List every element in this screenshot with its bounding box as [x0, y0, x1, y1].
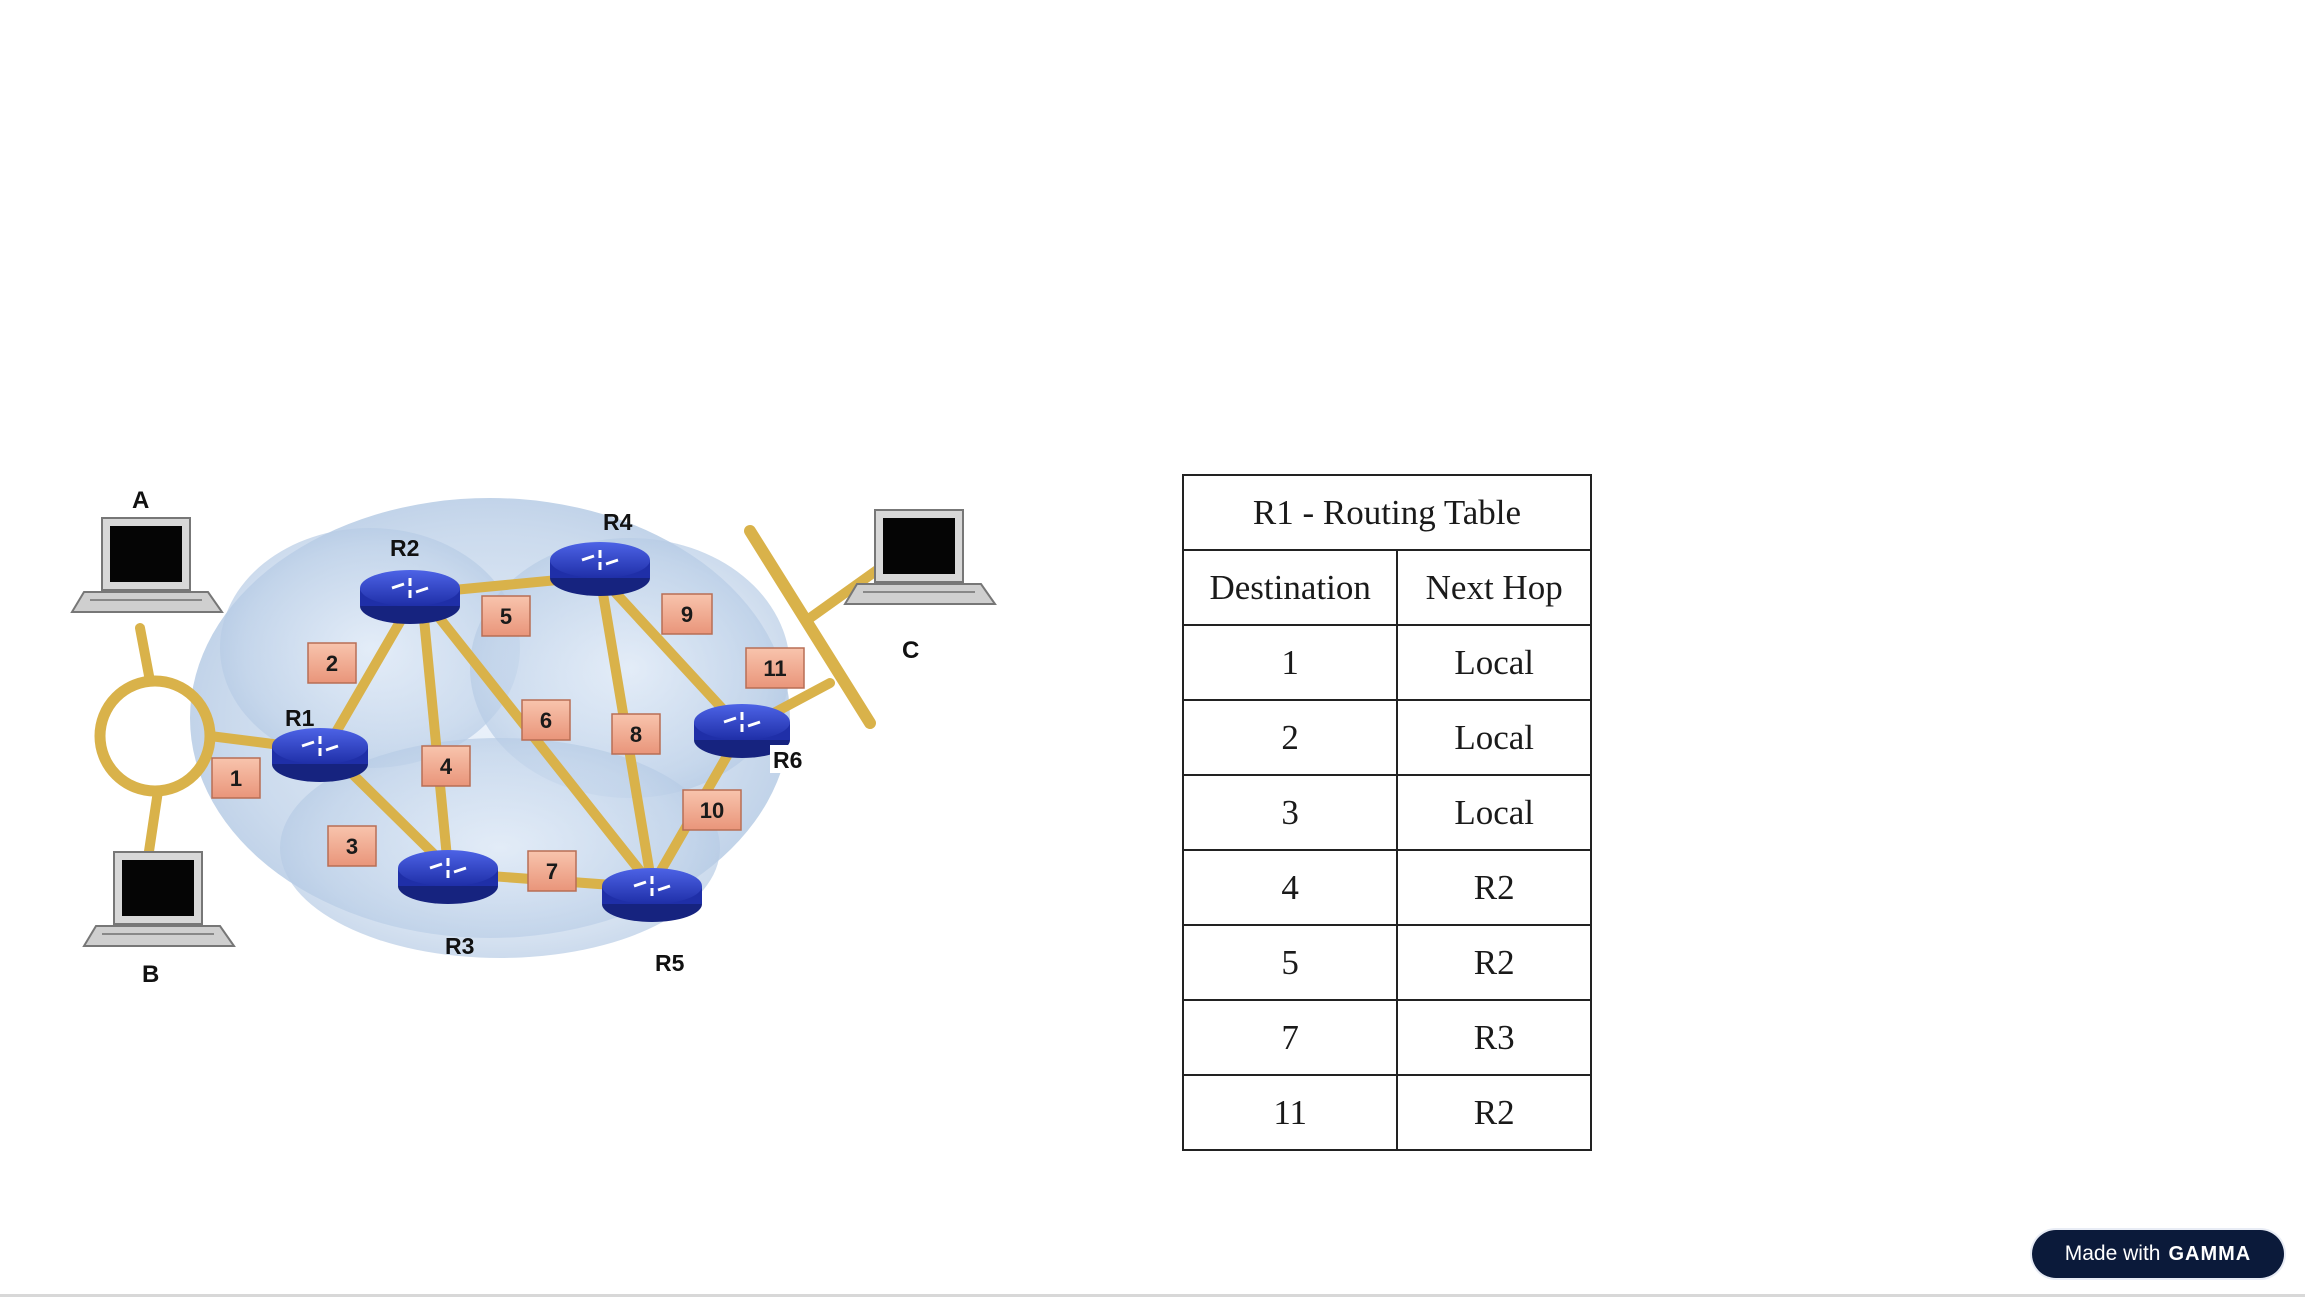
table-row: 11 R2 — [1183, 1075, 1591, 1150]
network-box-11: 11 — [746, 648, 804, 688]
table-row: 3 Local — [1183, 775, 1591, 850]
router-r2 — [360, 570, 460, 624]
link-b-ring — [148, 791, 158, 858]
network-diagram-svg: 1 2 3 4 5 — [70, 468, 1000, 1008]
destination-cell: 1 — [1183, 625, 1397, 700]
routing-table-title-row: R1 - Routing Table — [1183, 475, 1591, 550]
svg-text:3: 3 — [346, 834, 358, 859]
next-hop-cell: Local — [1397, 700, 1591, 775]
next-hop-cell: Local — [1397, 775, 1591, 850]
svg-text:11: 11 — [763, 656, 786, 681]
router-label-r4: R4 — [603, 509, 633, 535]
column-header-destination: Destination — [1183, 550, 1397, 625]
network-box-3: 3 — [328, 826, 376, 866]
column-header-next-hop: Next Hop — [1397, 550, 1591, 625]
table-row: 4 R2 — [1183, 850, 1591, 925]
destination-cell: 3 — [1183, 775, 1397, 850]
router-r4 — [550, 542, 650, 596]
network-box-1: 1 — [212, 758, 260, 798]
link-a-ring — [140, 628, 150, 681]
routing-table-grid: R1 - Routing Table Destination Next Hop … — [1182, 474, 1592, 1151]
svg-text:6: 6 — [540, 708, 552, 733]
badge-prefix: Made with — [2065, 1242, 2161, 1266]
network-diagram: 1 2 3 4 5 — [70, 468, 1000, 1008]
router-r1 — [272, 728, 368, 782]
table-row: 5 R2 — [1183, 925, 1591, 1000]
router-label-r6: R6 — [773, 747, 802, 773]
svg-text:10: 10 — [700, 798, 724, 823]
network-box-5: 5 — [482, 596, 530, 636]
destination-cell: 5 — [1183, 925, 1397, 1000]
routing-table-header-row: Destination Next Hop — [1183, 550, 1591, 625]
host-b-laptop-icon — [84, 852, 234, 946]
next-hop-cell: R3 — [1397, 1000, 1591, 1075]
destination-cell: 7 — [1183, 1000, 1397, 1075]
destination-cell: 11 — [1183, 1075, 1397, 1150]
router-label-r2: R2 — [390, 535, 419, 561]
router-r3 — [398, 850, 498, 904]
network-box-8: 8 — [612, 714, 660, 754]
table-row: 7 R3 — [1183, 1000, 1591, 1075]
table-row: 1 Local — [1183, 625, 1591, 700]
gamma-logo-text: GAMMA — [2168, 1243, 2251, 1266]
made-with-gamma-badge[interactable]: Made with GAMMA — [2032, 1230, 2284, 1278]
svg-text:7: 7 — [546, 859, 558, 884]
next-hop-cell: Local — [1397, 625, 1591, 700]
host-c-laptop-icon — [845, 510, 995, 604]
svg-text:1: 1 — [230, 766, 242, 791]
svg-text:9: 9 — [681, 602, 693, 627]
network-box-6: 6 — [522, 700, 570, 740]
host-label-c: C — [902, 637, 919, 664]
network-box-2: 2 — [308, 643, 356, 683]
next-hop-cell: R2 — [1397, 850, 1591, 925]
router-r5 — [602, 868, 702, 922]
network-box-4: 4 — [422, 746, 470, 786]
host-label-a: A — [132, 487, 149, 514]
table-row: 2 Local — [1183, 700, 1591, 775]
svg-text:8: 8 — [630, 722, 642, 747]
network-box-9: 9 — [662, 594, 712, 634]
svg-text:4: 4 — [440, 754, 453, 779]
next-hop-cell: R2 — [1397, 1075, 1591, 1150]
router-label-r1: R1 — [285, 705, 315, 731]
network-box-10: 10 — [683, 790, 741, 830]
svg-text:2: 2 — [326, 651, 338, 676]
routing-table-title: R1 - Routing Table — [1183, 475, 1591, 550]
network-box-7: 7 — [528, 851, 576, 891]
host-label-b: B — [142, 961, 159, 988]
next-hop-cell: R2 — [1397, 925, 1591, 1000]
router-label-r3: R3 — [445, 933, 474, 959]
routing-table: R1 - Routing Table Destination Next Hop … — [1182, 474, 1592, 1164]
destination-cell: 2 — [1183, 700, 1397, 775]
svg-text:5: 5 — [500, 604, 512, 629]
destination-cell: 4 — [1183, 850, 1397, 925]
router-label-r5: R5 — [655, 950, 685, 976]
host-a-laptop-icon — [72, 518, 222, 612]
